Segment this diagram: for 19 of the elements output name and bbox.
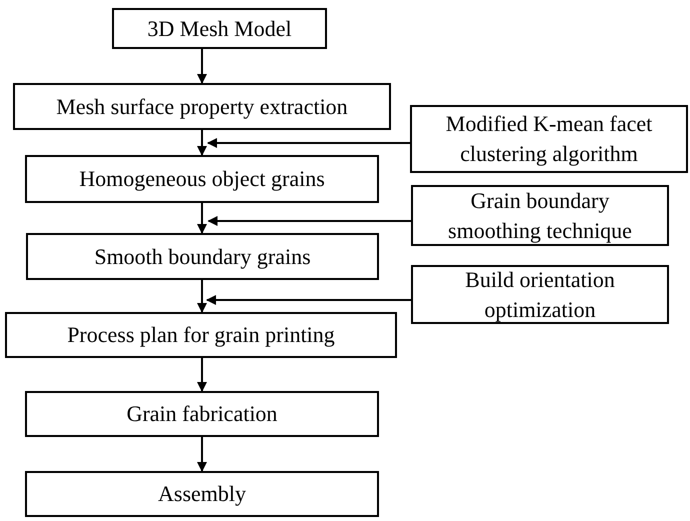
process-box: Assembly <box>25 471 379 517</box>
process-box: 3D Mesh Model <box>112 8 327 49</box>
arrow <box>197 49 207 84</box>
process-box: Homogeneous object grains <box>25 155 379 203</box>
arrow <box>206 295 411 305</box>
process-box: Grain boundary smoothing technique <box>411 185 669 246</box>
arrow <box>197 358 207 392</box>
process-box: Process plan for grain printing <box>5 312 397 358</box>
arrow <box>197 130 207 156</box>
arrow <box>197 437 207 472</box>
process-box: Smooth boundary grains <box>26 233 379 280</box>
process-box: Grain fabrication <box>25 391 379 437</box>
process-box: Modified K-mean facet clustering algorithm <box>410 105 688 173</box>
arrow <box>208 216 411 226</box>
process-box: Build orientation optimization <box>411 265 669 324</box>
arrow <box>197 280 207 313</box>
process-box: Mesh surface property extraction <box>13 83 391 130</box>
arrow <box>197 203 207 234</box>
arrow <box>207 138 410 148</box>
